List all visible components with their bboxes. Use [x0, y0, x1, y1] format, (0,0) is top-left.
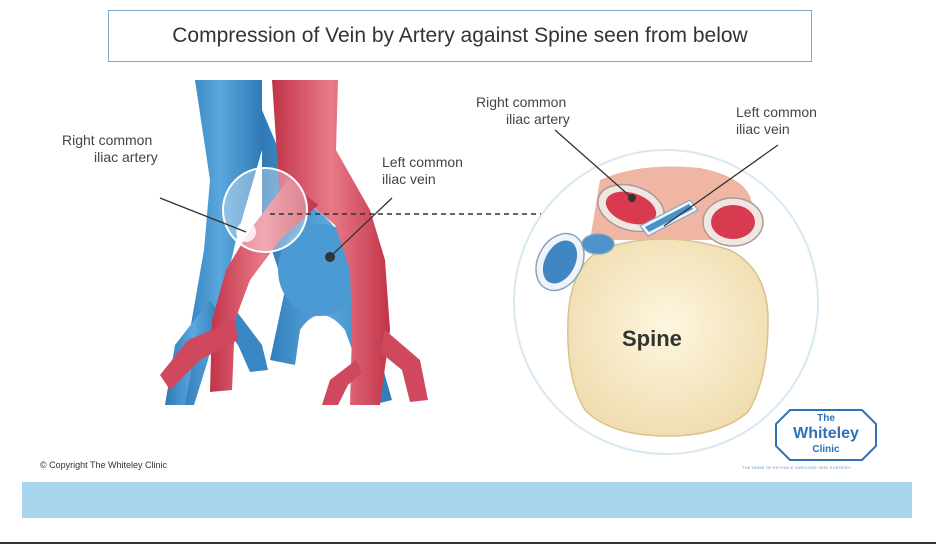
left-artery-branch: [380, 330, 428, 402]
leader-section-artery: [554, 129, 633, 199]
left-artery-branch-2: [322, 360, 362, 405]
leader-section-vein: [663, 144, 779, 227]
right-artery-branch: [160, 320, 238, 390]
label-section-right-common-iliac-artery: Right common iliac artery: [476, 94, 570, 127]
cross-section: [513, 129, 819, 455]
copyright-notice: © Copyright The Whiteley Clinic: [40, 460, 168, 470]
diagram-title: Compression of Vein by Artery against Sp…: [108, 10, 812, 62]
whiteley-clinic-logo: The Whiteley Clinic: [778, 408, 874, 460]
vessel-illustration: [159, 80, 428, 405]
label-right-common-iliac-artery: Right common iliac artery: [62, 132, 158, 165]
label-section-left-common-iliac-vein: Left common iliac vein: [736, 104, 817, 137]
bottom-divider: [0, 542, 936, 544]
spine-body: [567, 238, 769, 437]
leader-left-vein: [329, 197, 393, 258]
footer-band: [22, 482, 912, 518]
label-spine: Spine: [622, 326, 682, 351]
logo-line-1: The: [817, 413, 835, 424]
label-left-common-iliac-vein: Left common iliac vein: [382, 154, 463, 187]
aorta: [272, 80, 390, 405]
logo-line-3: Clinic: [812, 444, 840, 455]
compression-highlight: [222, 167, 308, 253]
logo-line-2: Whiteley: [793, 425, 859, 442]
right-common-iliac-artery: [210, 180, 318, 392]
logo-badge: [775, 409, 877, 461]
logo-tagline: THE HOME OF KEYHOLE VARICOSE VEIN SURGER…: [742, 465, 851, 470]
leader-right-artery: [159, 197, 247, 233]
